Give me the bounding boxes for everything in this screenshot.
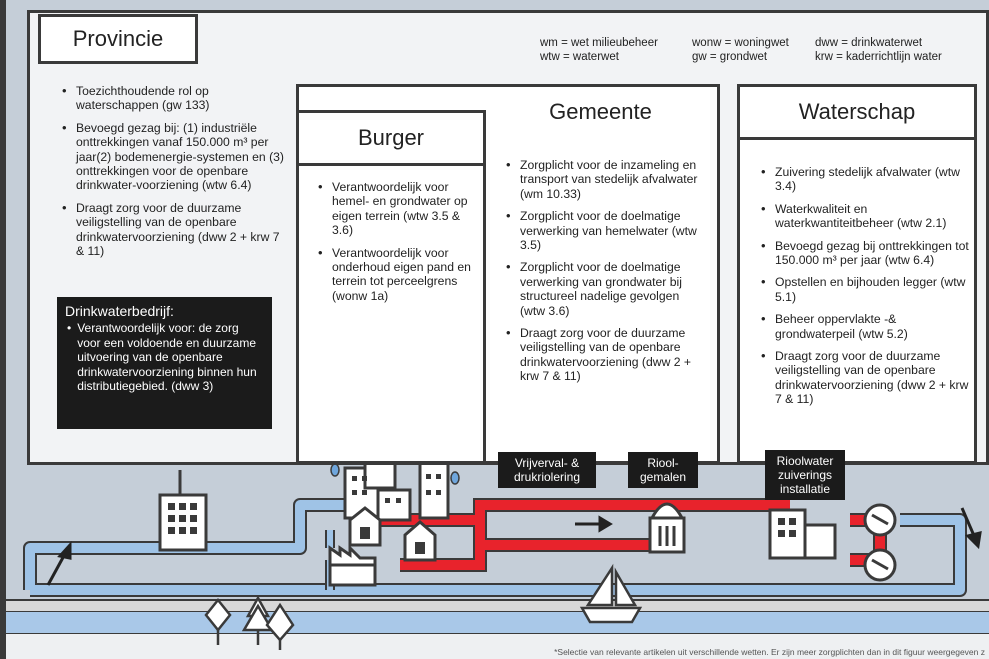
- footnote: *Selectie van relevante artikelen uit ve…: [554, 647, 985, 657]
- list-item: Draagt zorg voor de duurzame veiligstell…: [62, 201, 288, 259]
- drinkwaterbedrijf-box: Drinkwaterbedrijf: • Verantwoordelijk vo…: [57, 297, 272, 429]
- list-item: Verantwoordelijk voor hemel- en grondwat…: [318, 180, 479, 238]
- list-item: Zuivering stedelijk afvalwater (wtw 3.4): [761, 165, 972, 194]
- list-item: Beheer oppervlakte -& grondwaterpeil (wt…: [761, 312, 972, 341]
- pumping-station-icon: [648, 502, 686, 554]
- riolering-label: Vrijverval- & drukriolering: [498, 452, 596, 488]
- gemalen-label: Riool- gemalen: [628, 452, 698, 488]
- list-item: Bevoegd gezag bij: (1) industriële onttr…: [62, 121, 288, 193]
- gemeente-title: Gemeente: [484, 87, 717, 137]
- list-item: Draagt zorg voor de duurzame veiligstell…: [761, 349, 972, 407]
- provincie-list: Toezichthoudende rol op waterschappen (g…: [58, 84, 288, 266]
- abbreviations-col3: dww = drinkwaterwet krw = kaderrichtlijn…: [815, 37, 942, 63]
- list-item: Verantwoordelijk voor onderhoud eigen pa…: [318, 246, 479, 304]
- abbreviations-col1: wm = wet milieubeheer wtw = waterwet: [540, 37, 658, 63]
- rwzi-label: Rioolwater zuiverings installatie: [765, 450, 845, 500]
- list-item: Opstellen en bijhouden legger (wtw 5.1): [761, 275, 972, 304]
- drinkwaterbedrijf-text: Verantwoordelijk voor: de zorg voor een …: [77, 321, 257, 394]
- list-item: Zorgplicht voor de doelmatige verwerking…: [506, 209, 707, 252]
- list-item: Waterkwaliteit en waterkwantiteitbeheer …: [761, 202, 972, 231]
- list-item: Zorgplicht voor de doelmatige verwerking…: [506, 260, 707, 318]
- trees-icon: [204, 595, 295, 650]
- waterschap-title: Waterschap: [737, 84, 977, 140]
- abbreviations-col2: wonw = woningwet gw = grondwet: [692, 37, 789, 63]
- burger-list: Verantwoordelijk voor hemel- en grondwat…: [314, 180, 479, 311]
- list-item: Zorgplicht voor de inzameling en transpo…: [506, 158, 707, 201]
- provincie-title: Provincie: [38, 14, 198, 64]
- drinkwaterbedrijf-title: Drinkwaterbedrijf:: [65, 303, 174, 319]
- waterschap-list: Zuivering stedelijk afvalwater (wtw 3.4)…: [757, 165, 972, 415]
- burger-title: Burger: [296, 110, 486, 166]
- list-item: Bevoegd gezag bij onttrekkingen tot 150.…: [761, 239, 972, 268]
- sailboat-icon: [579, 563, 643, 624]
- drinkwater-building-icon: [158, 493, 208, 552]
- list-item: Draagt zorg voor de duurzame veiligstell…: [506, 326, 707, 384]
- gemeente-list: Zorgplicht voor de inzameling en transpo…: [502, 158, 707, 392]
- list-item: Toezichthoudende rol op waterschappen (g…: [62, 84, 288, 113]
- bullet: •: [67, 321, 72, 335]
